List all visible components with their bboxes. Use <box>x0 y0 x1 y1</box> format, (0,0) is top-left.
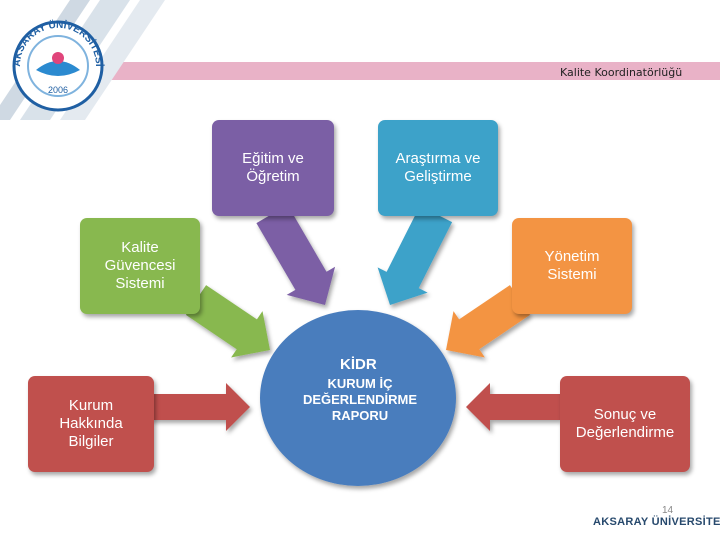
logo-year: 2006 <box>48 85 68 95</box>
center-label: KİDR KURUM İÇ DEĞERLENDİRME RAPORU <box>290 356 430 424</box>
arrow-kalite <box>185 285 270 358</box>
node-egitim-ogretim: Eğitim ve Öğretim <box>212 120 334 216</box>
node-label: Kurum Hakkında Bilgiler <box>59 397 123 450</box>
arrow-kurum <box>150 383 250 431</box>
node-label: Eğitim ve Öğretim <box>242 150 304 185</box>
node-sonuc-degerlendirme: Sonuç ve Değerlendirme <box>560 376 690 472</box>
node-kurum-hakkinda: Kurum Hakkında Bilgiler <box>28 376 154 472</box>
node-label: Araştırma ve Geliştirme <box>395 150 481 185</box>
university-logo: AKSARAY ÜNİVERSİTESİ 2006 <box>12 18 106 112</box>
node-label: Kalite Güvencesi Sistemi <box>104 239 176 292</box>
node-kalite-guvencesi: Kalite Güvencesi Sistemi <box>80 218 200 314</box>
node-arastirma-gelistirme: Araştırma ve Geliştirme <box>378 120 498 216</box>
arrow-arastirma <box>377 205 453 305</box>
arrow-yonetim <box>446 285 531 358</box>
node-label: Yönetim Sistemi <box>544 248 600 283</box>
footer-logo-text: AKSARAY ÜNİVERSİTESİ <box>593 516 720 528</box>
node-label: Sonuç ve Değerlendirme <box>575 406 675 441</box>
header-title: Kalite Koordinatörlüğü <box>560 66 683 79</box>
arrow-egitim <box>256 204 336 305</box>
header-graphic: AKSARAY ÜNİVERSİTESİ 2006 <box>0 0 720 120</box>
node-yonetim-sistemi: Yönetim Sistemi <box>512 218 632 314</box>
center-title: KİDR <box>340 356 377 373</box>
arrow-sonuc <box>466 383 560 431</box>
center-body: KURUM İÇ DEĞERLENDİRME RAPORU <box>302 376 418 423</box>
center-circle <box>260 310 456 486</box>
header-band <box>95 62 720 80</box>
page-number: 14 <box>662 505 674 516</box>
